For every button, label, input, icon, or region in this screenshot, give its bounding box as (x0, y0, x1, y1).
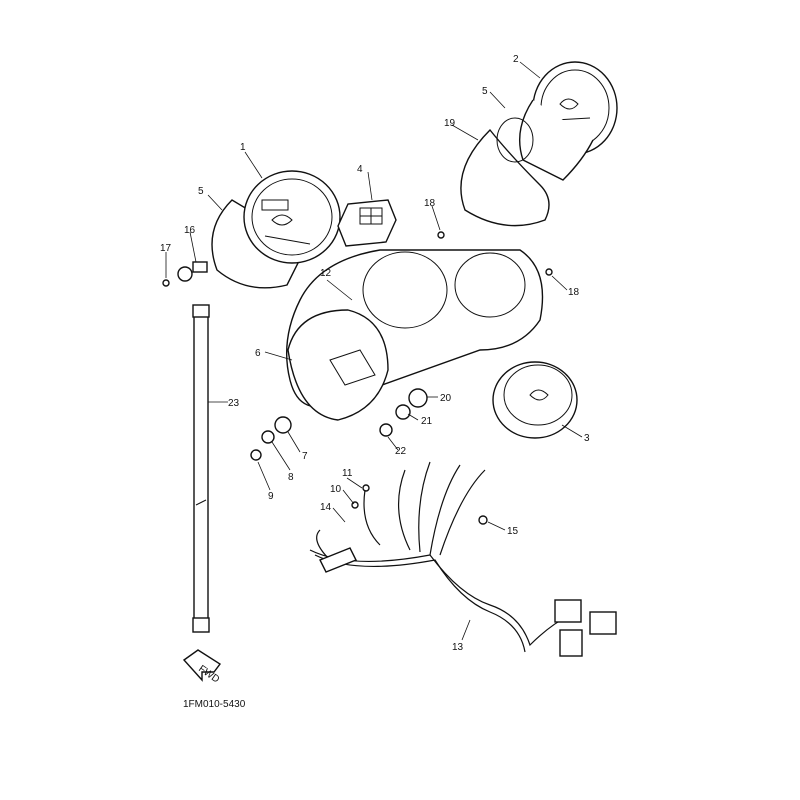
callout-labels: 1 2 3 4 5 5 6 7 8 9 10 11 12 13 14 15 16… (160, 54, 590, 653)
callout-9: 9 (268, 491, 274, 502)
callout-23: 23 (228, 398, 240, 409)
part-indicator-4 (337, 199, 397, 247)
callout-6: 6 (255, 348, 261, 359)
callout-10: 10 (330, 484, 342, 495)
part-gauge-2 (518, 61, 618, 181)
callout-17: 17 (160, 243, 172, 254)
callout-21: 21 (421, 416, 433, 427)
callout-19: 19 (444, 118, 456, 129)
callout-18b: 18 (568, 287, 580, 298)
callout-3: 3 (584, 433, 590, 444)
callout-11: 11 (342, 468, 353, 479)
small-parts (162, 231, 553, 525)
part-housing-6 (287, 309, 389, 421)
part-cable-23 (192, 304, 210, 633)
part-harness-13 (309, 461, 617, 657)
callout-18a: 18 (424, 198, 436, 209)
callout-5a: 5 (198, 186, 204, 197)
fwd-arrow-icon: FWD (182, 649, 221, 686)
callout-22: 22 (395, 446, 407, 457)
callout-13: 13 (452, 642, 464, 653)
part-cover-19 (460, 117, 550, 227)
callout-16: 16 (184, 225, 196, 236)
callout-2: 2 (513, 54, 519, 65)
callout-15: 15 (507, 526, 519, 537)
callout-8: 8 (288, 472, 294, 483)
callout-20: 20 (440, 393, 452, 404)
callout-1: 1 (240, 142, 246, 153)
part-gauge-3 (492, 361, 578, 439)
callout-14: 14 (320, 502, 332, 513)
callout-7: 7 (302, 451, 308, 462)
leader-lines (165, 61, 583, 641)
part-gauge-1 (211, 170, 341, 289)
callout-12: 12 (320, 268, 332, 279)
callout-5b: 5 (482, 86, 488, 97)
callout-4: 4 (357, 164, 363, 175)
drawing-code: 1FM010-5430 (183, 699, 246, 710)
